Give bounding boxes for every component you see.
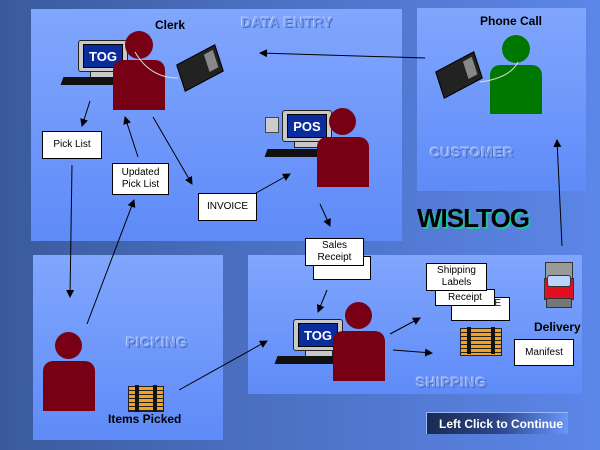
clerk-phone-cord (134, 51, 179, 79)
arrow-shipper-to-documents (389, 317, 421, 335)
items-picked-crate-icon (128, 385, 164, 412)
arrow-picker-to-updated-list (86, 199, 136, 325)
zone-label-picking: PICKING (126, 334, 188, 350)
pick-list-doc: Pick List (42, 131, 102, 159)
clerk-label: Clerk (155, 18, 186, 32)
pos-computer-icon: POS (282, 110, 332, 150)
arrow-receipt-to-shipping-pc (316, 289, 328, 313)
left-click-to-continue-button[interactable]: Left Click to Continue (426, 412, 568, 434)
zone-label-shipping: SHIPPING (416, 374, 487, 390)
arrow-updated-list-to-clerk (123, 116, 139, 158)
customer-phone-cord (479, 61, 519, 83)
pos-screen-label: POS (287, 114, 327, 138)
updated-pick-list-line1: Updated (121, 167, 160, 178)
sales-receipt-line1: Sales (321, 240, 347, 251)
sales-receipt-line2: Receipt (317, 252, 352, 263)
manifest-text: Manifest (525, 346, 563, 358)
arrow-customer-to-clerk (259, 49, 426, 59)
arrow-clerk-to-invoice (152, 116, 193, 185)
zone-label-data-entry: DATA ENTRY (241, 14, 334, 30)
phone-call-label: Phone Call (480, 14, 543, 28)
arrow-items-to-shipping (178, 340, 268, 391)
shipping-labels-line1: Shipping (437, 265, 476, 276)
arrow-pick-list-to-picker (66, 164, 75, 298)
shipping-screen-label: TOG (298, 323, 338, 347)
arrow-clerk-to-pick-list (80, 100, 91, 127)
pick-list-text: Pick List (53, 139, 91, 150)
delivery-truck-icon (544, 262, 574, 312)
manifest-doc: Manifest (514, 339, 574, 366)
delivery-label: Delivery (534, 320, 581, 334)
zone-label-customer: CUSTOMER (430, 144, 514, 160)
wisltog-title: WISLTOG (417, 203, 530, 233)
shipping-labels-line2: Labels (441, 277, 472, 288)
invoice-doc-data-entry: INVOICE (198, 193, 257, 221)
arrow-shipper-to-crate (392, 348, 433, 357)
arrow-pos-to-sales-receipt (319, 203, 331, 227)
shipping-crate-icon (460, 327, 502, 356)
shipping-labels-doc: Shipping Labels (426, 263, 487, 291)
sales-receipt-doc: Sales Receipt (305, 238, 364, 266)
items-picked-label: Items Picked (108, 412, 182, 426)
receipt-printer-icon (265, 117, 279, 133)
updated-pick-list-line2: Pick List (121, 179, 160, 190)
arrow-delivery-to-customer (553, 139, 563, 247)
invoice-text: INVOICE (206, 201, 249, 212)
receipt-text: Receipt (448, 291, 482, 303)
arrow-invoice-to-pos (255, 173, 291, 194)
updated-pick-list-doc: Updated Pick List (112, 163, 169, 195)
